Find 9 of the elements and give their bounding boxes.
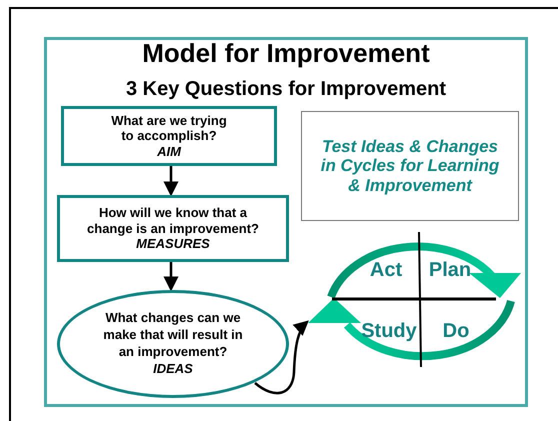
- question-box: How will we know that a change is an improvement? MEASURES: [57, 195, 289, 262]
- arrow: [164, 166, 178, 196]
- text-box: Test Ideas & Changes in Cycles for Learning & Improvement: [301, 111, 519, 221]
- subtitle: 3 Key Questions for Improvement: [124, 77, 448, 101]
- title: Model for Improvement: [141, 38, 431, 68]
- question-box: What are we trying to accomplish? AIM: [61, 106, 277, 166]
- question-ellipse: What changes can we make that will result in an improvement? IDEAS: [57, 290, 289, 398]
- arrow: [164, 262, 178, 292]
- arrow: [254, 320, 309, 394]
